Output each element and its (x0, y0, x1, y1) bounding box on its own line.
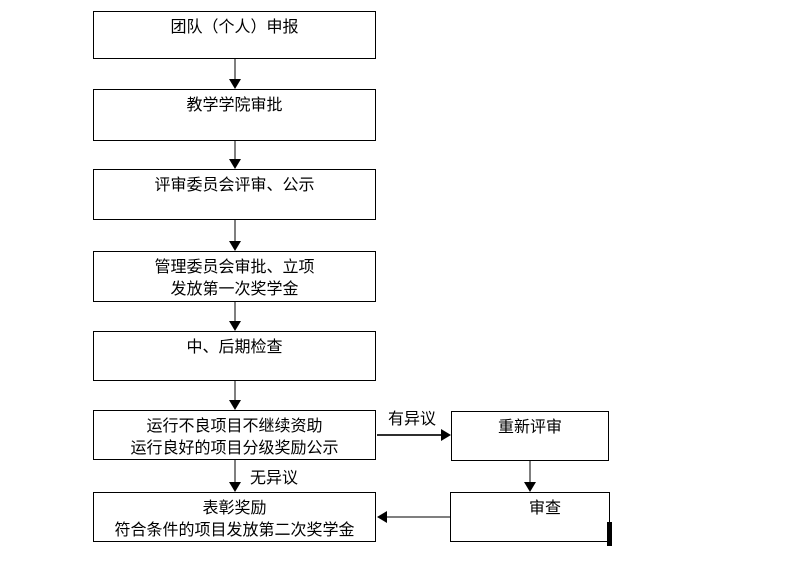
arrow-right-head-icon (441, 429, 451, 441)
node-operation-result-label-1: 运行不良项目不继续资助 (146, 418, 323, 435)
node-operation-result-label-2: 运行良好的项目分级奖励公示 (130, 440, 339, 457)
edge-label-no-objection: 无异议 (250, 470, 299, 488)
node-management-approval-label-2: 发放第一次奖学金 (170, 281, 299, 298)
arrow-line (234, 59, 236, 80)
arrow-line (234, 141, 236, 160)
arrow-down-head-icon (229, 241, 241, 251)
node-commendation: 表彰奖励 符合条件的项目发放第二次奖学金 (93, 492, 376, 542)
node-college-approval: 教学学院审批 (93, 89, 376, 141)
arrow-down-head-icon (229, 321, 241, 331)
node-inspection-label: 中、后期检查 (186, 339, 283, 356)
arrow-line (234, 220, 236, 242)
node-review-publicity-label: 评审委员会评审、公示 (154, 177, 315, 194)
node-apply-label: 团队（个人）申报 (170, 19, 299, 36)
node-re-review: 重新评审 (451, 411, 609, 461)
arrow-line (234, 381, 236, 401)
arrow-line (529, 461, 531, 483)
node-inspection: 中、后期检查 (93, 331, 376, 381)
arrow-line (387, 516, 450, 518)
arrow-line (234, 460, 236, 483)
node-management-approval-label-1: 管理委员会审批、立项 (154, 259, 315, 276)
node-examination-label: 审查 (528, 500, 561, 517)
thick-bar-artifact (607, 522, 612, 546)
arrow-down-head-icon (524, 482, 536, 492)
node-commendation-label-2: 符合条件的项目发放第二次奖学金 (114, 522, 355, 539)
arrow-line (234, 302, 236, 322)
node-operation-result: 运行不良项目不继续资助 运行良好的项目分级奖励公示 (93, 410, 376, 460)
node-examination: 审查 (450, 492, 610, 542)
node-re-review-label: 重新评审 (497, 419, 562, 436)
arrow-down-head-icon (229, 79, 241, 89)
node-college-approval-label: 教学学院审批 (186, 97, 283, 114)
arrow-down-head-icon (229, 400, 241, 410)
node-review-publicity: 评审委员会评审、公示 (93, 169, 376, 220)
arrow-down-head-icon (229, 482, 241, 492)
node-management-approval: 管理委员会审批、立项 发放第一次奖学金 (93, 251, 376, 302)
edge-label-objection: 有异议 (388, 411, 437, 429)
arrow-line (377, 434, 441, 436)
node-commendation-label-1: 表彰奖励 (202, 500, 267, 517)
arrow-down-head-icon (229, 159, 241, 169)
arrow-left-head-icon (377, 511, 387, 523)
node-apply: 团队（个人）申报 (93, 11, 376, 59)
